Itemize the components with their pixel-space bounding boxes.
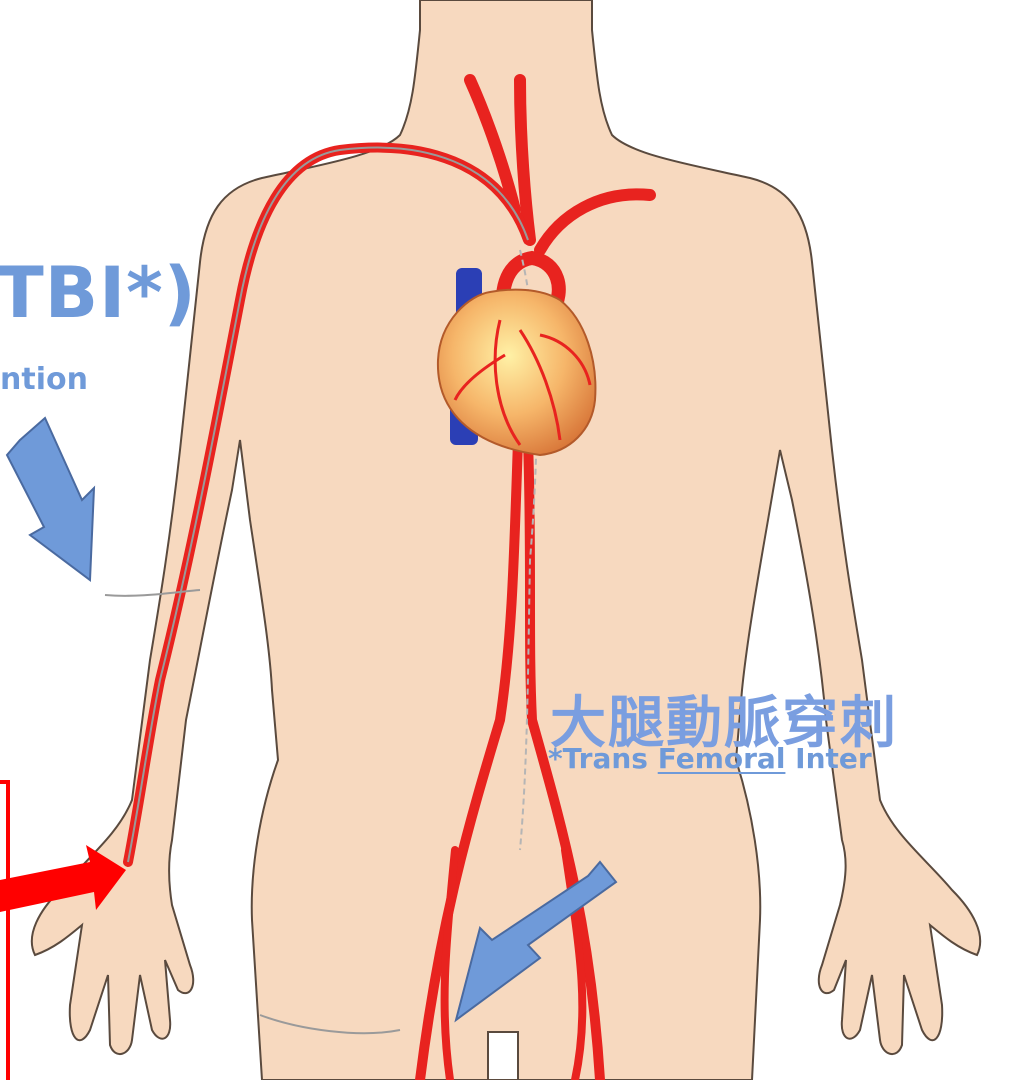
femoral-subtitle: *Trans Femoral Inter <box>548 742 872 775</box>
femoral-subtitle-underlined: Femoral <box>658 742 786 775</box>
crotch-notch <box>488 1032 518 1080</box>
intervention-fragment: ntion <box>0 362 88 397</box>
femoral-subtitle-suffix: Inter <box>785 742 871 775</box>
tbi-label: TBI*) <box>0 252 197 334</box>
femoral-subtitle-prefix: *Trans <box>548 742 658 775</box>
radial-access-arrow <box>7 418 94 580</box>
highlight-box <box>0 782 8 1080</box>
